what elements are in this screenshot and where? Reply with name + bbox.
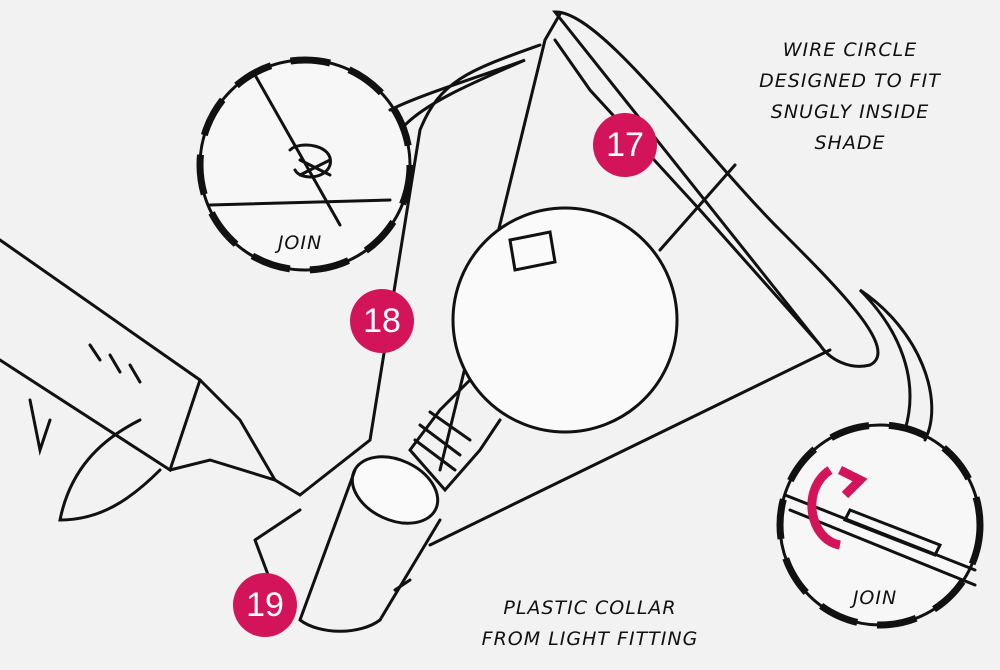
label-line: DESIGNED TO FIT	[759, 70, 941, 92]
wire-circle-label: WIRE CIRCLE DESIGNED TO FIT SNUGLY INSID…	[740, 35, 960, 159]
glue-gun	[0, 238, 302, 522]
collar-label: PLASTIC COLLAR FROM LIGHT FITTING	[460, 593, 720, 655]
join-label-left: JOIN	[277, 232, 323, 254]
join-inset-left	[198, 58, 526, 272]
label-line: WIRE CIRCLE	[782, 39, 918, 61]
light-bulb	[408, 206, 679, 493]
step-badge-19: 19	[233, 573, 297, 637]
step-badge-17: 17	[593, 113, 657, 177]
label-line: SNUGLY INSIDE	[770, 101, 930, 123]
label-line: SHADE	[814, 132, 886, 154]
step-badge-18: 18	[350, 289, 414, 353]
label-line: PLASTIC COLLAR	[503, 597, 677, 619]
label-line: FROM LIGHT FITTING	[481, 628, 699, 650]
rotate-arrow-icon	[807, 465, 868, 550]
join-label-right: JOIN	[852, 587, 898, 609]
